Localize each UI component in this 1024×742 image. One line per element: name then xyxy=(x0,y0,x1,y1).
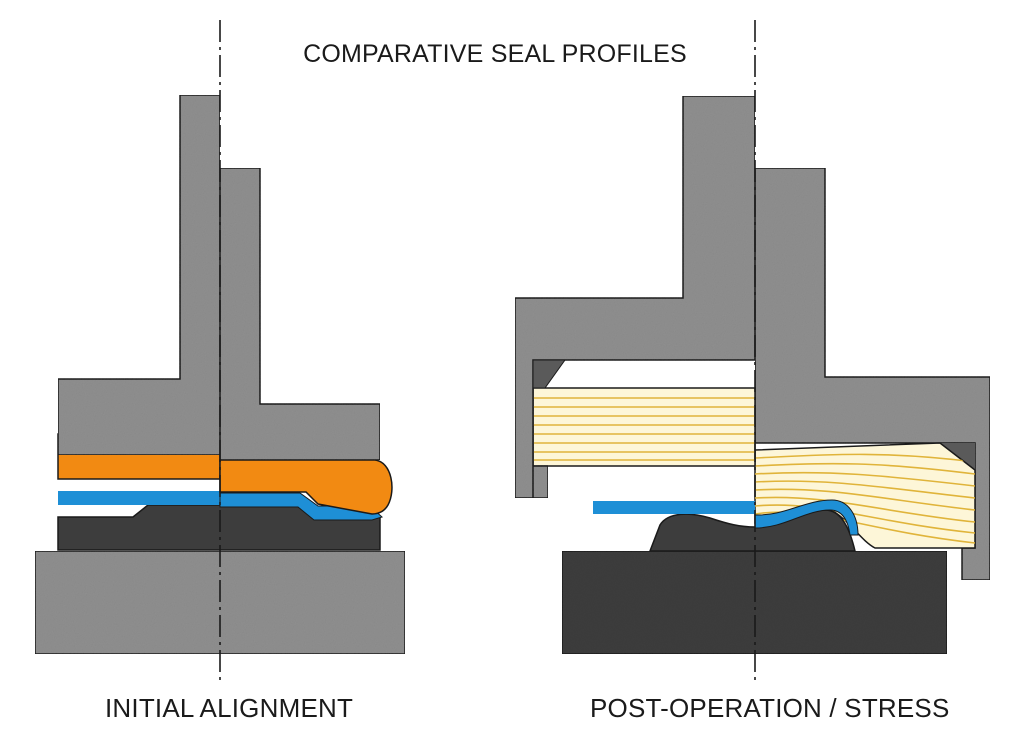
left-panel xyxy=(34,20,406,680)
right-dark-seat xyxy=(648,509,856,552)
right-housing-enclosure xyxy=(754,167,991,581)
left-orange-seal-b xyxy=(219,459,393,515)
left-layered-seal xyxy=(532,387,756,467)
right-blue-film-b xyxy=(754,499,859,536)
right-bracket-wedge xyxy=(532,359,566,389)
left-blue-film-a xyxy=(58,491,220,505)
left-upper-housing xyxy=(57,94,221,456)
right-panel xyxy=(514,20,991,680)
right-blue-film-a xyxy=(593,501,755,514)
right-layered-seal xyxy=(754,442,976,549)
right-bracket-lip xyxy=(532,360,549,499)
left-upper-housing-offset xyxy=(219,167,381,461)
diagram-title: COMPARATIVE SEAL PROFILES xyxy=(303,40,687,68)
right-panel-caption: POST-OPERATION / STRESS xyxy=(590,693,950,723)
left-panel-caption: INITIAL ALIGNMENT xyxy=(105,693,354,723)
left-blue-film-b xyxy=(219,492,383,521)
